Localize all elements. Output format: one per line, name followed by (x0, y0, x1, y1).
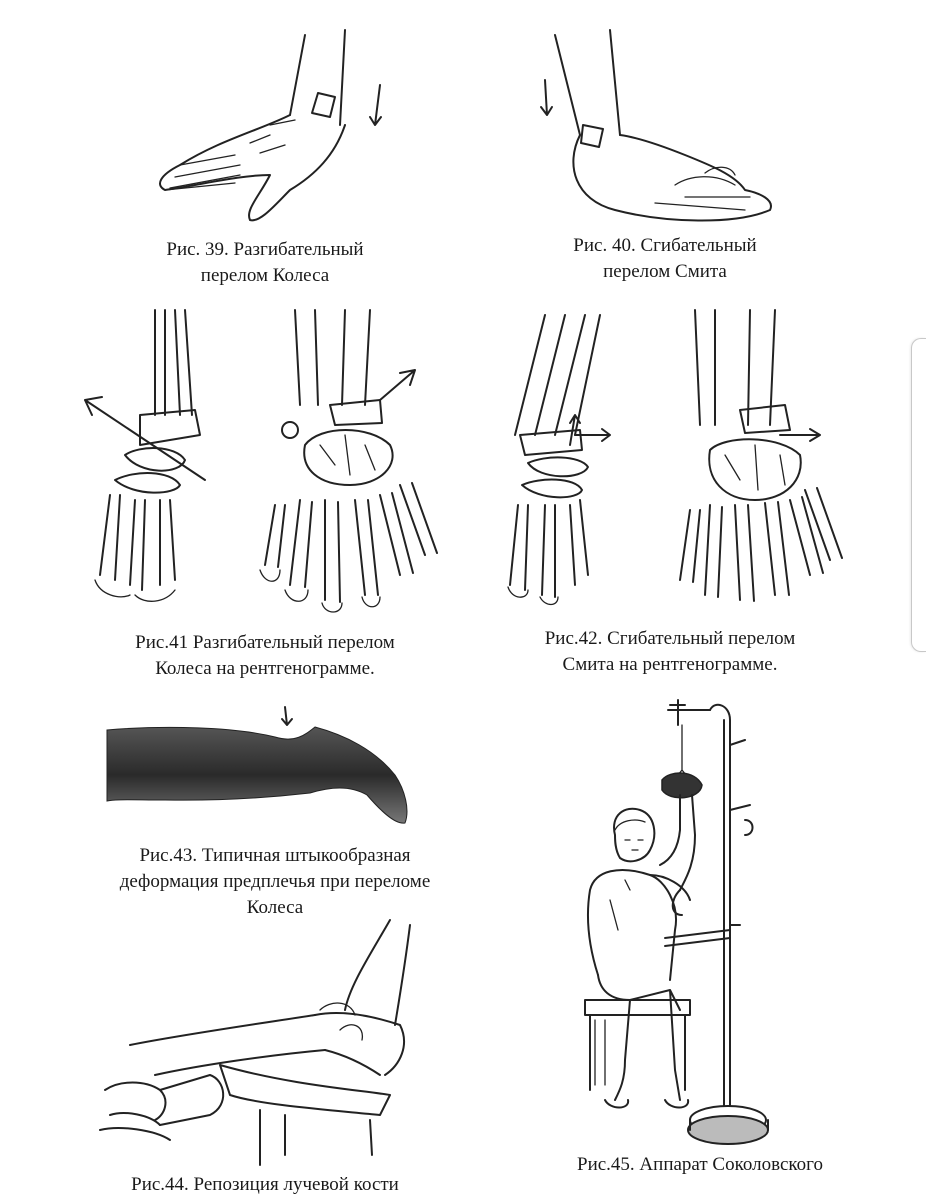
figure-41-illustration (80, 305, 450, 620)
figure-39-illustration (140, 25, 400, 235)
figure-44-caption: Рис.44. Репозиция лучевой кости (100, 1172, 430, 1198)
caption-line: Колеса на рентгенограмме. (155, 658, 375, 679)
figure-45-caption: Рис.45. Аппарат Соколовского (555, 1152, 845, 1178)
colles-xray-drawing (84, 309, 438, 613)
figure-41-caption: Рис.41 Разгибательный перелом Колеса на … (100, 630, 430, 682)
sokolovsky-apparatus-drawing (584, 699, 769, 1145)
caption-line: деформация предплечья при переломе (119, 871, 431, 892)
reposition-drawing (99, 919, 411, 1166)
figure-42-caption: Рис.42. Сгибательный перелом Смита на ре… (505, 626, 835, 678)
colles-hand-drawing (159, 29, 382, 222)
figure-40-caption: Рис. 40. Сгибательный перелом Смита (530, 233, 800, 285)
caption-line: Колеса (246, 897, 304, 918)
forearm-silhouette-drawing (106, 706, 408, 824)
caption-line: Смита на рентгенограмме. (562, 654, 778, 675)
smith-hand-drawing (540, 29, 772, 222)
figure-39-caption: Рис. 39. Разгибательный перелом Колеса (130, 237, 400, 289)
caption-line: Рис.44. Репозиция лучевой кости (131, 1174, 399, 1195)
figure-43-caption: Рис.43. Типичная штыкообразная деформаци… (90, 843, 460, 921)
figure-40-illustration (535, 25, 785, 235)
smith-xray-drawing (507, 309, 843, 606)
caption-line: Рис.45. Аппарат Соколовского (577, 1154, 823, 1175)
caption-line: Рис. 40. Сгибательный (573, 235, 757, 256)
page-scrollbar[interactable] (911, 338, 926, 652)
caption-line: перелом Колеса (200, 265, 330, 286)
caption-line: перелом Смита (603, 261, 727, 282)
caption-line: Рис.43. Типичная штыкообразная (139, 845, 411, 866)
caption-line: Рис.41 Разгибательный перелом (135, 632, 395, 653)
figure-43-illustration (105, 705, 415, 830)
figure-45-illustration (570, 690, 785, 1150)
caption-line: Рис. 39. Разгибательный (166, 239, 364, 260)
figure-44-illustration (99, 915, 430, 1170)
figure-42-illustration (500, 305, 845, 606)
caption-line: Рис.42. Сгибательный перелом (544, 628, 796, 649)
